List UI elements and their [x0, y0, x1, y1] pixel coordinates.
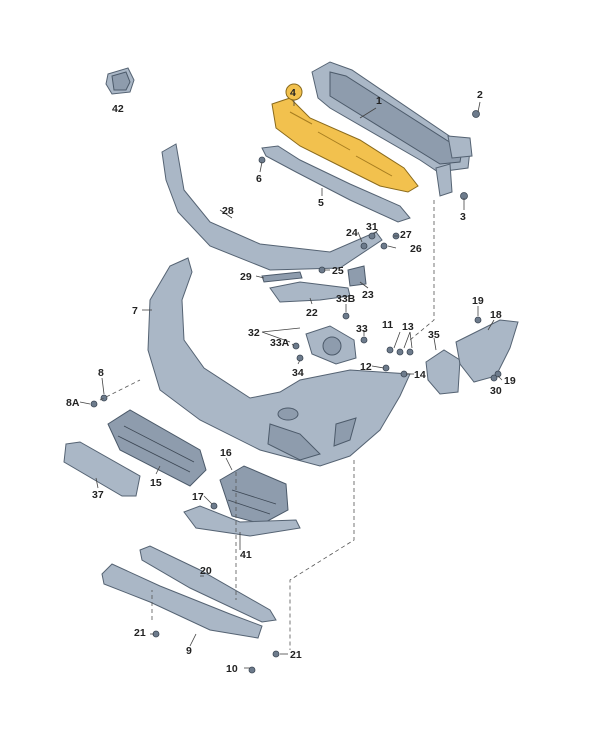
label-14: 14 [414, 369, 426, 381]
part-labels: 1 2 3 4 5 6 7 8 8A 9 10 11 12 13 14 15 1… [66, 87, 516, 675]
label-13: 13 [402, 321, 414, 333]
label-33: 33 [356, 323, 368, 335]
screw-17 [210, 502, 218, 510]
screw-33a [292, 342, 300, 350]
label-19-bottom: 19 [504, 375, 516, 387]
label-30: 30 [490, 385, 502, 397]
label-34: 34 [292, 367, 304, 379]
part-18-bracket [455, 319, 519, 383]
screw-24 [360, 242, 368, 250]
part-29-thin-strip [261, 271, 303, 283]
label-8a: 8A [66, 397, 80, 409]
label-21-right: 21 [290, 649, 302, 661]
screw-10 [248, 666, 256, 674]
label-10: 10 [226, 663, 238, 675]
part-28-trim-strip [161, 143, 383, 271]
screw-8a [90, 400, 98, 408]
label-17: 17 [192, 491, 204, 503]
assembly-lines [99, 200, 435, 650]
label-4: 4 [290, 87, 296, 99]
label-31: 31 [366, 221, 378, 233]
part-16-fog-grille [219, 465, 289, 525]
label-27: 27 [400, 229, 412, 241]
label-22: 22 [306, 307, 318, 319]
label-28: 28 [222, 205, 234, 217]
label-16: 16 [220, 447, 232, 459]
label-11: 11 [382, 319, 393, 331]
screw-19-top [474, 316, 482, 324]
label-32: 32 [248, 327, 260, 339]
part-37-plate [63, 441, 141, 497]
part-1-impact-beam [311, 61, 473, 197]
screw-33 [360, 336, 368, 344]
fasteners [90, 110, 502, 674]
label-19-top: 19 [472, 295, 484, 307]
label-24: 24 [346, 227, 358, 239]
part-23-clip [347, 265, 367, 287]
screw-19-bottom [494, 370, 502, 378]
screw-13a [396, 348, 404, 356]
screw-2 [472, 110, 480, 118]
part-41-lower-trim [183, 505, 301, 537]
part-4-highlight-marker [285, 83, 303, 101]
leader-lines [79, 98, 503, 669]
label-25: 25 [332, 265, 344, 277]
label-29: 29 [240, 271, 252, 283]
part-35-side-bracket [425, 349, 461, 395]
part-5-strip [261, 145, 411, 223]
label-9: 9 [186, 645, 192, 657]
label-41: 41 [240, 549, 252, 561]
screw-31 [368, 232, 376, 240]
label-3: 3 [460, 211, 466, 223]
label-21-left: 21 [134, 627, 146, 639]
part-9-underbody-panel [101, 563, 263, 639]
label-33b: 33B [336, 293, 356, 305]
label-20: 20 [200, 565, 212, 577]
label-7: 7 [132, 305, 138, 317]
screw-33b [342, 312, 350, 320]
part-42-cap [105, 67, 135, 95]
label-42: 42 [112, 103, 124, 115]
label-35: 35 [428, 329, 440, 341]
screw-30 [490, 374, 498, 382]
part-32-sensor-bracket [305, 325, 357, 365]
part-15-grille [107, 409, 207, 487]
label-8: 8 [98, 367, 104, 379]
label-23: 23 [362, 289, 374, 301]
part-22-bracket [269, 281, 351, 303]
label-6: 6 [256, 173, 262, 185]
label-1: 1 [376, 95, 382, 107]
screw-11 [386, 346, 394, 354]
label-18: 18 [490, 309, 502, 321]
screw-21-right [272, 650, 280, 658]
label-37: 37 [92, 489, 104, 501]
screw-34 [296, 354, 304, 362]
screw-13b [406, 348, 414, 356]
part-7-bumper-cover [147, 257, 411, 467]
part-4-energy-absorber [271, 97, 419, 193]
part-20-spoiler [139, 545, 277, 623]
label-2: 2 [477, 89, 483, 101]
label-15: 15 [150, 477, 162, 489]
label-26: 26 [410, 243, 422, 255]
label-33a: 33A [270, 337, 290, 349]
screw-26 [380, 242, 388, 250]
label-12: 12 [360, 361, 372, 373]
label-5: 5 [318, 197, 324, 209]
screw-8 [100, 394, 108, 402]
